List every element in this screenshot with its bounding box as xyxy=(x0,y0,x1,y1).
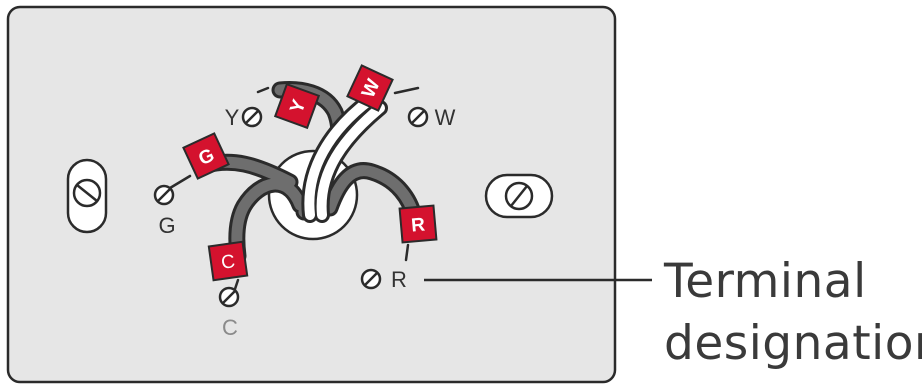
callout-label-line1: Terminal xyxy=(664,258,867,305)
terminal-screw-w xyxy=(409,108,427,126)
terminal-label-r: R xyxy=(391,267,407,292)
terminal-screw-g xyxy=(155,186,173,204)
svg-text:C: C xyxy=(220,251,237,274)
svg-text:R: R xyxy=(410,214,426,236)
terminal-screw-y xyxy=(243,108,261,126)
terminal-label-c: C xyxy=(222,315,238,340)
callout-label-line2: designation xyxy=(664,320,922,367)
terminal-label-g: G xyxy=(158,213,175,238)
terminal-screw-r xyxy=(362,270,380,288)
terminal-label-w: W xyxy=(435,105,456,130)
terminal-label-y: Y xyxy=(225,105,240,130)
terminal-screw-c xyxy=(220,288,238,306)
wire-tag-c: C xyxy=(209,242,247,280)
wire-tag-r: R xyxy=(400,206,437,243)
left-mounting-screw xyxy=(68,160,106,232)
right-mounting-screw xyxy=(486,175,552,217)
